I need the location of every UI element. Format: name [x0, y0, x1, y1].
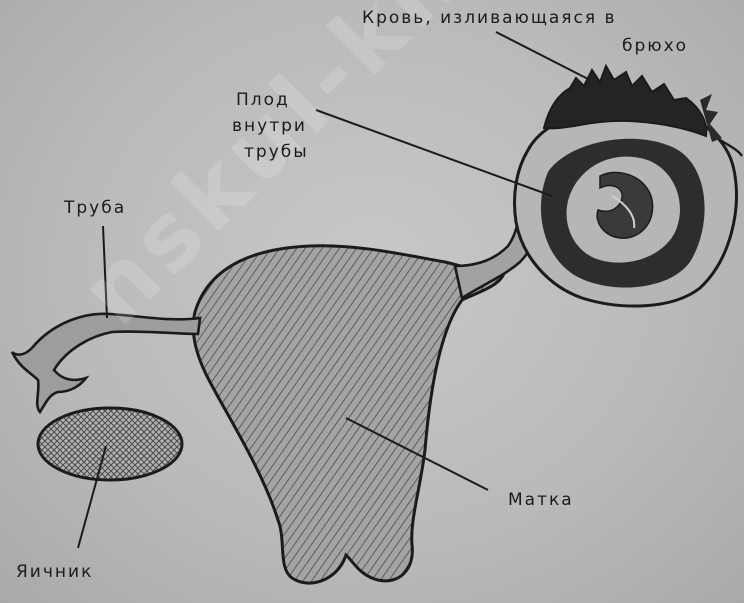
label-fetus-line1: Плод — [236, 90, 290, 111]
leader-blood — [496, 32, 590, 80]
label-fetus-line2: внутри — [232, 116, 307, 137]
label-tube: Труба — [64, 198, 126, 219]
label-blood-line2: брюхо — [622, 36, 688, 57]
label-ovary: Яичник — [16, 562, 93, 583]
label-fetus-line3: трубы — [244, 142, 309, 163]
uterus-shape — [193, 246, 505, 583]
left-tube-shape — [12, 314, 200, 412]
ovary-shape — [38, 408, 182, 480]
label-blood-line1: Кровь, изливающаяся в — [362, 8, 617, 29]
label-uterus: Матка — [508, 490, 574, 511]
